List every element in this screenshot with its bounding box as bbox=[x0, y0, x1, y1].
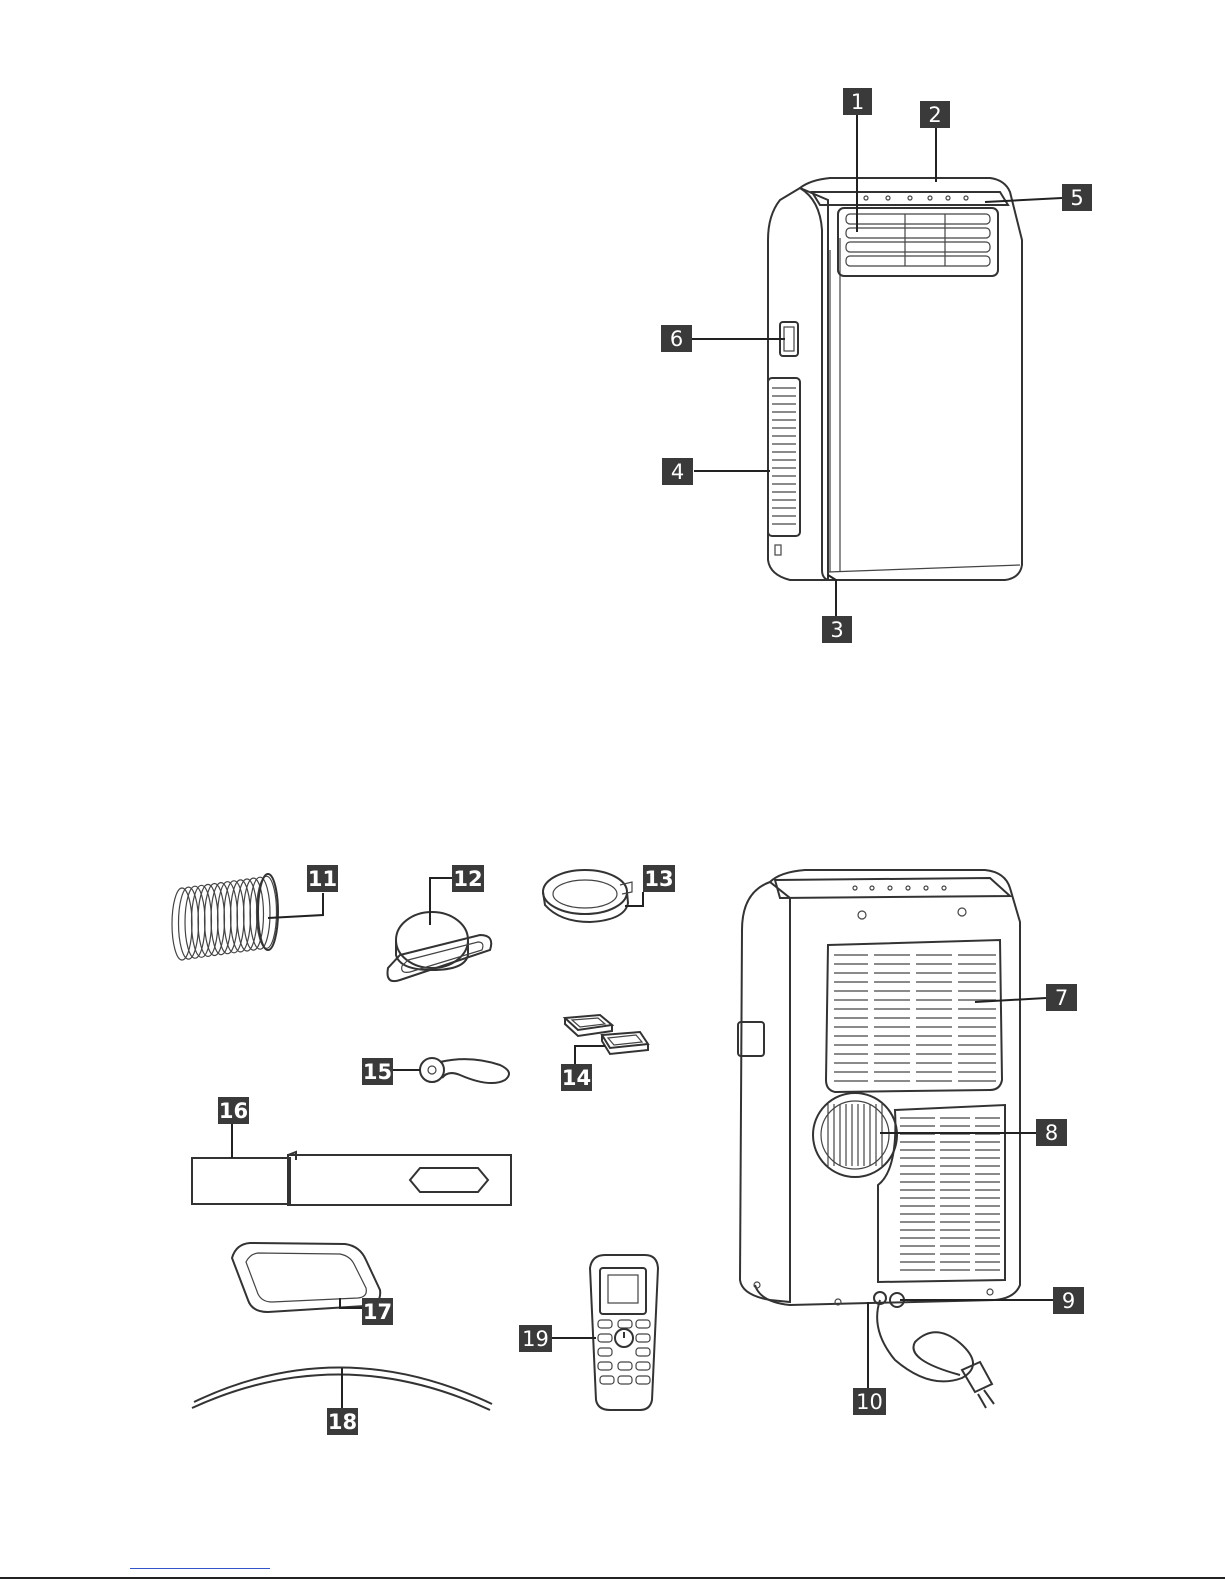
callout-9: 9 bbox=[1053, 1287, 1084, 1314]
callout-10-number: 10 bbox=[856, 1390, 883, 1414]
callout-14-number: 14 bbox=[562, 1066, 591, 1090]
callout-8-number: 8 bbox=[1045, 1121, 1058, 1145]
callout-2-number: 2 bbox=[928, 103, 941, 127]
exhaust-hose-illustration bbox=[172, 874, 278, 960]
callout-18-number: 18 bbox=[328, 1410, 357, 1434]
callout-8: 8 bbox=[1036, 1119, 1067, 1146]
callout-17-number: 17 bbox=[363, 1300, 392, 1324]
filters-illustration bbox=[565, 1015, 648, 1054]
callout-13-number: 13 bbox=[644, 867, 673, 891]
callout-19-number: 19 bbox=[522, 1327, 549, 1351]
footer-rule bbox=[0, 1577, 1225, 1579]
callout-15: 15 bbox=[362, 1058, 393, 1085]
callout-5: 5 bbox=[1062, 184, 1092, 211]
callout-10: 10 bbox=[853, 1388, 886, 1415]
front-unit-illustration bbox=[768, 178, 1022, 580]
callout-7: 7 bbox=[1046, 984, 1077, 1011]
callout-6-number: 6 bbox=[670, 327, 683, 351]
callout-1: 1 bbox=[843, 88, 872, 115]
callout-16: 16 bbox=[218, 1097, 249, 1124]
callout-11-number: 11 bbox=[308, 867, 337, 891]
callout-6: 6 bbox=[661, 325, 692, 352]
hose-connector-illustration bbox=[543, 870, 632, 922]
outlet-frame-illustration bbox=[232, 1243, 380, 1312]
footer-link-underline bbox=[130, 1568, 270, 1569]
callout-13: 13 bbox=[643, 865, 675, 892]
callout-11: 11 bbox=[307, 865, 338, 892]
callout-9-number: 9 bbox=[1062, 1289, 1075, 1313]
callout-4-number: 4 bbox=[671, 460, 684, 484]
callout-5-number: 5 bbox=[1070, 186, 1083, 210]
callout-12-number: 12 bbox=[453, 867, 482, 891]
callout-19: 19 bbox=[519, 1325, 552, 1352]
window-slider-illustration bbox=[192, 1152, 511, 1205]
callout-17: 17 bbox=[362, 1298, 393, 1325]
callout-18: 18 bbox=[327, 1408, 358, 1435]
callout-12: 12 bbox=[452, 865, 484, 892]
callout-7-number: 7 bbox=[1055, 986, 1068, 1010]
callout-4: 4 bbox=[662, 458, 693, 485]
sealing-tape-illustration bbox=[420, 1058, 509, 1083]
callout-14: 14 bbox=[561, 1064, 592, 1091]
back-unit-illustration bbox=[738, 870, 1020, 1408]
callout-3: 3 bbox=[822, 616, 852, 643]
leader-lines bbox=[232, 114, 1062, 1408]
callout-2: 2 bbox=[920, 101, 950, 128]
remote-control-illustration bbox=[590, 1255, 658, 1410]
callout-16-number: 16 bbox=[219, 1099, 248, 1123]
callout-1-number: 1 bbox=[851, 90, 864, 114]
callout-3-number: 3 bbox=[830, 618, 843, 642]
callout-15-number: 15 bbox=[363, 1060, 392, 1084]
window-adapter-illustration bbox=[388, 912, 492, 981]
